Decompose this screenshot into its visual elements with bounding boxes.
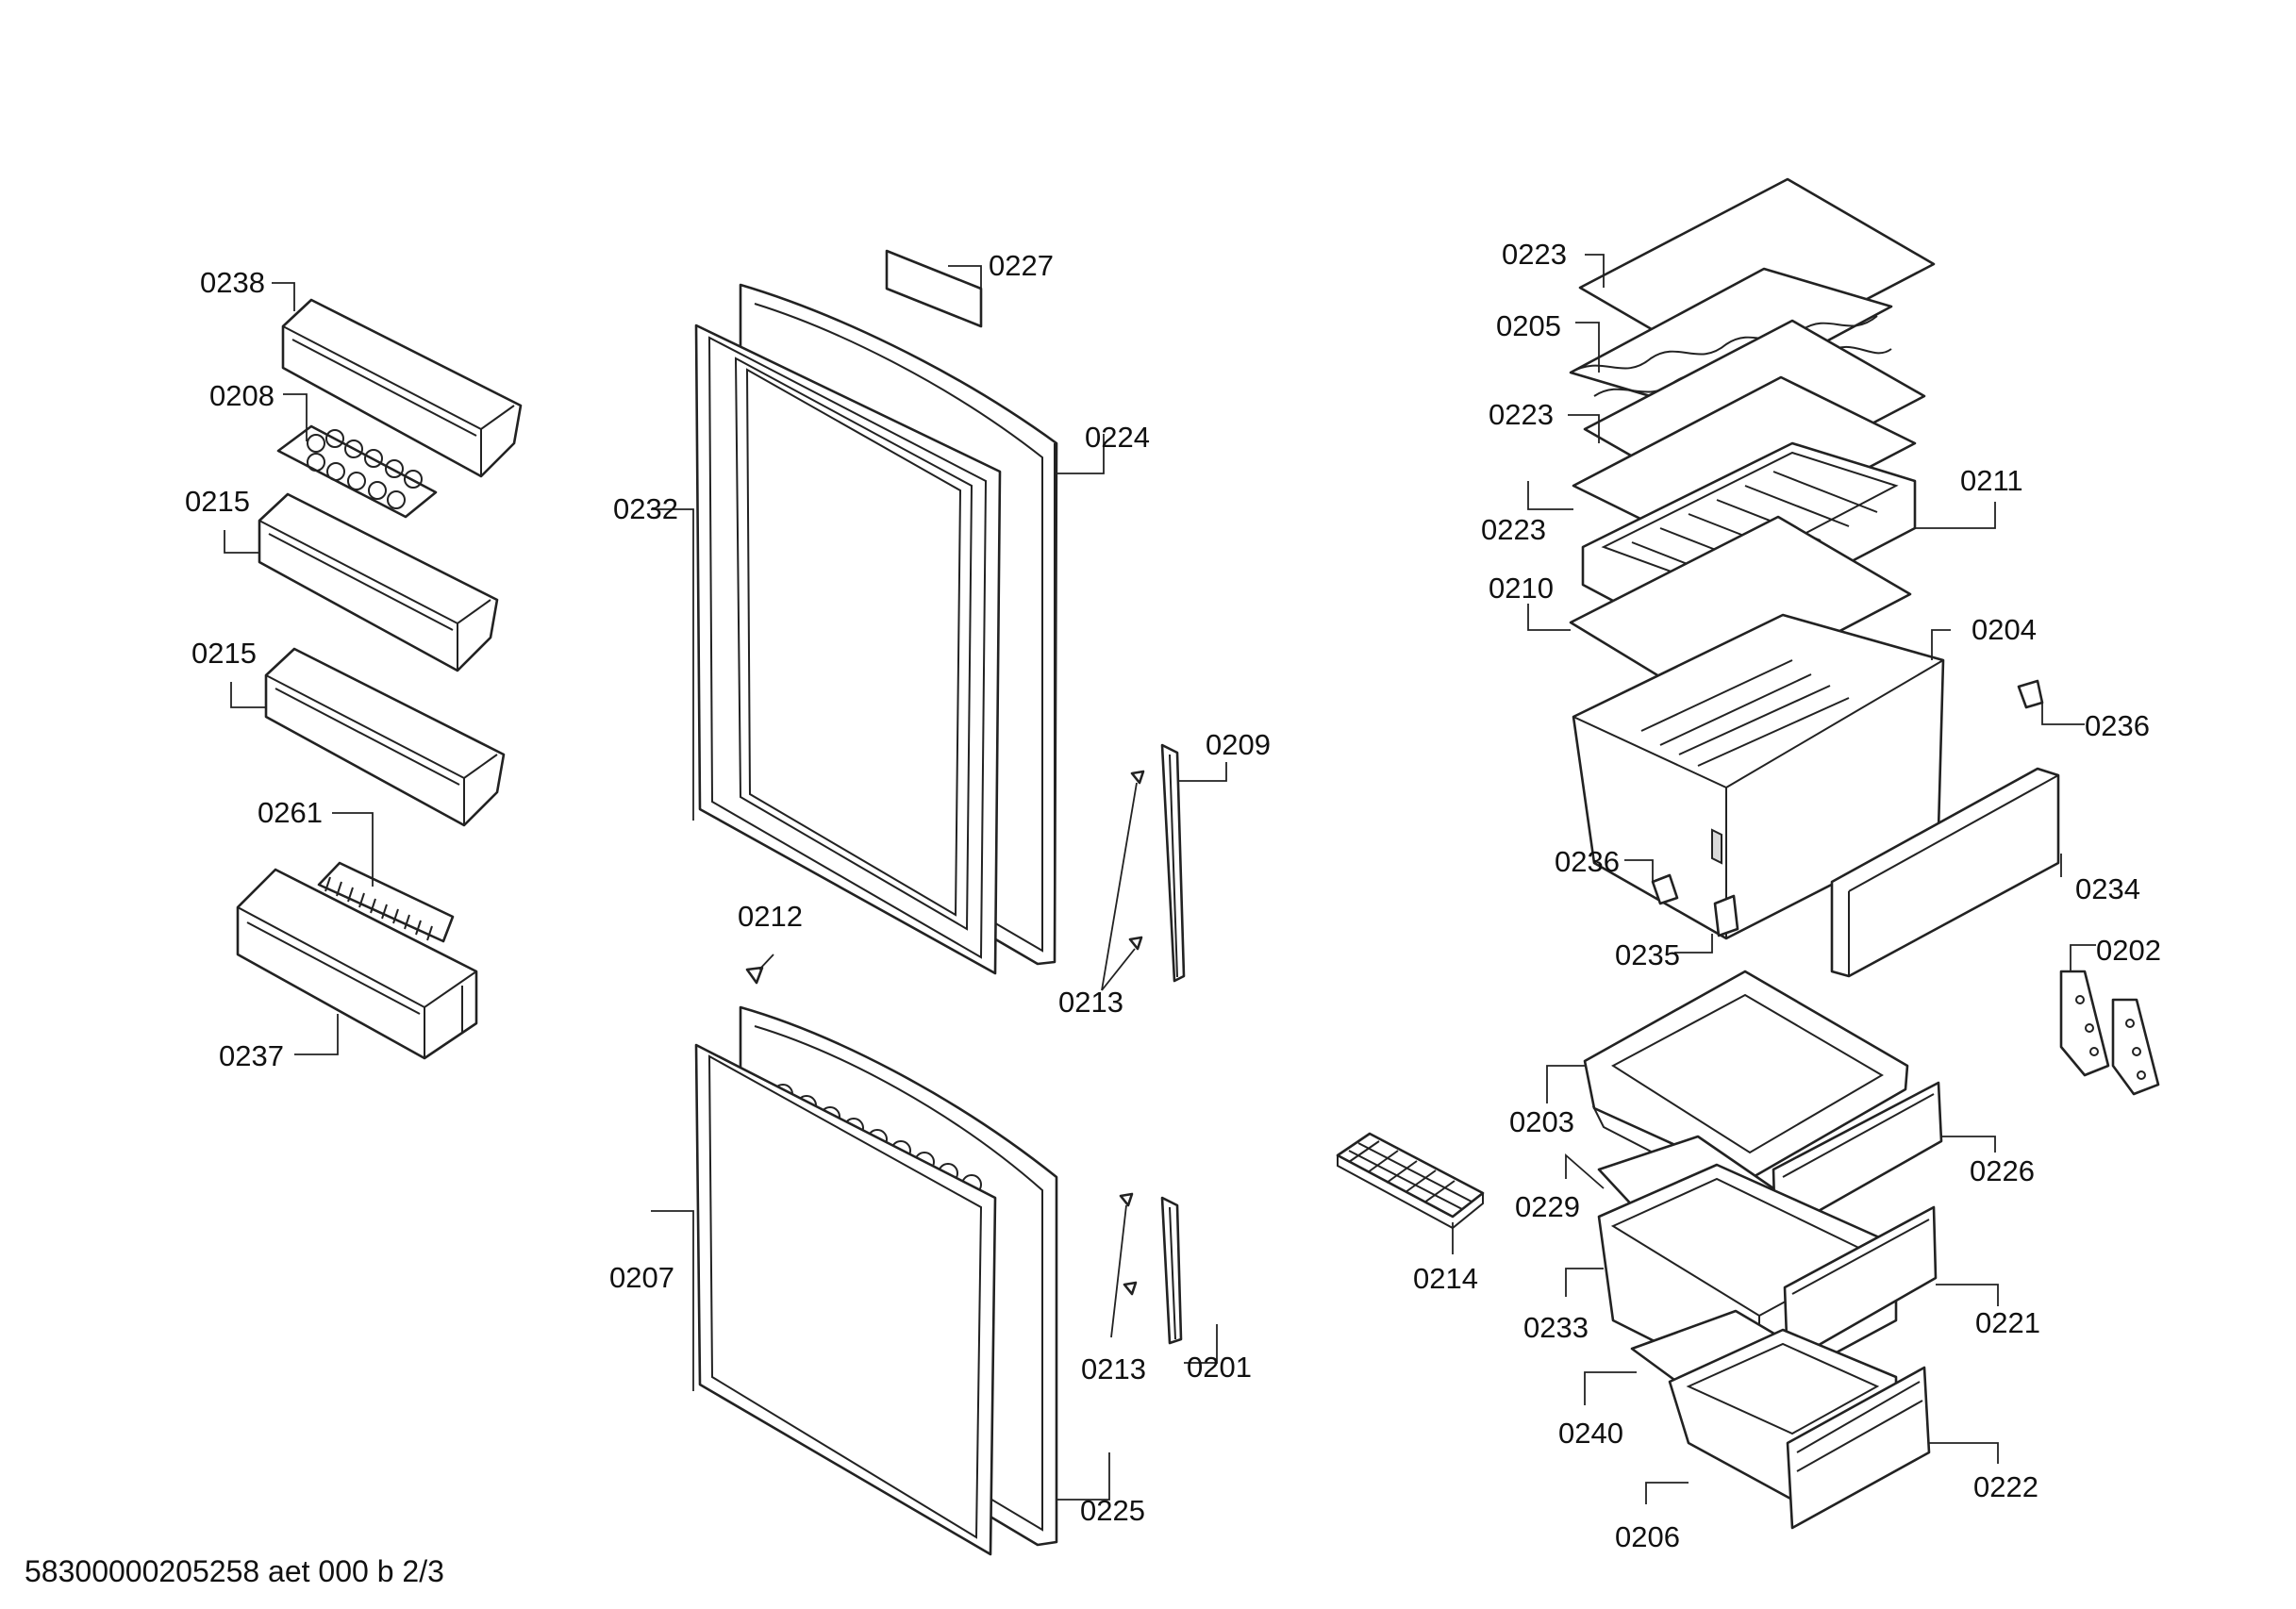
label-0202: 0202 xyxy=(2096,934,2161,967)
label-0222: 0222 xyxy=(1973,1470,2038,1503)
bottle-shelf-0237[interactable] xyxy=(236,868,478,1060)
clip-0236-lower[interactable] xyxy=(1651,873,1679,905)
screws-0213-upper[interactable] xyxy=(1101,770,1145,991)
label-0214: 0214 xyxy=(1413,1262,1478,1295)
label-0213-upper: 0213 xyxy=(1058,986,1123,1019)
leaders-middle xyxy=(651,265,1227,1501)
label-0223-top: 0223 xyxy=(1502,238,1567,271)
door-shelf-0215-upper[interactable] xyxy=(258,492,499,672)
freezer-drawer-0203[interactable] xyxy=(1583,970,1909,1204)
clip-0236-upper[interactable] xyxy=(2017,679,2044,709)
bottle-retainer-0261[interactable] xyxy=(317,861,455,943)
label-0229: 0229 xyxy=(1515,1190,1580,1223)
part-labels: 0238 0208 0215 0215 0261 0237 0227 0232 … xyxy=(185,238,2161,1553)
clip-0235[interactable] xyxy=(1713,894,1739,937)
label-0233: 0233 xyxy=(1523,1311,1589,1344)
egg-tray-0208[interactable] xyxy=(276,424,438,519)
label-0211: 0211 xyxy=(1960,464,2023,497)
label-0224: 0224 xyxy=(1085,421,1150,454)
label-0221: 0221 xyxy=(1975,1306,2040,1339)
label-0232: 0232 xyxy=(613,492,678,525)
label-0227: 0227 xyxy=(989,249,1054,282)
leaders-left xyxy=(224,282,374,1055)
hinge-cover-0209[interactable] xyxy=(1160,743,1186,983)
label-0215-lower: 0215 xyxy=(191,637,257,670)
label-0205: 0205 xyxy=(1496,309,1561,342)
label-0238: 0238 xyxy=(200,266,265,299)
label-0204: 0204 xyxy=(1972,613,2037,646)
drawing-number: 58300000205258 aet 000 b 2/3 xyxy=(25,1554,444,1588)
label-0203: 0203 xyxy=(1509,1105,1574,1138)
door-shelf-0215-lower[interactable] xyxy=(264,647,506,827)
lower-door-gasket-0207[interactable] xyxy=(694,1043,997,1556)
label-0236-upper: 0236 xyxy=(2085,709,2150,742)
label-0237: 0237 xyxy=(219,1039,284,1072)
door-shelf-0238[interactable] xyxy=(281,298,523,478)
freezer-front-0222[interactable] xyxy=(1786,1366,1931,1530)
label-0225: 0225 xyxy=(1080,1494,1145,1527)
label-0223-middle: 0223 xyxy=(1489,398,1554,431)
label-0223-lower: 0223 xyxy=(1481,513,1546,546)
upper-door-gasket-0232[interactable] xyxy=(694,323,1002,975)
label-0210: 0210 xyxy=(1489,572,1554,605)
screw-0212[interactable] xyxy=(745,954,774,985)
label-0201: 0201 xyxy=(1187,1351,1252,1384)
label-0208: 0208 xyxy=(209,379,275,412)
leaders-right xyxy=(1527,254,2096,1504)
label-0240: 0240 xyxy=(1558,1417,1623,1450)
label-0207: 0207 xyxy=(609,1261,674,1294)
label-0261: 0261 xyxy=(258,796,323,829)
ice-cube-tray-0214[interactable] xyxy=(1336,1132,1485,1230)
label-0226: 0226 xyxy=(1970,1154,2035,1187)
screws-0213-lower[interactable] xyxy=(1110,1192,1138,1338)
cold-packs-0202[interactable] xyxy=(2059,970,2160,1096)
label-0236-lower: 0236 xyxy=(1555,845,1620,878)
label-sticker-0227[interactable] xyxy=(885,249,983,328)
label-0235: 0235 xyxy=(1615,938,1680,971)
label-0206: 0206 xyxy=(1615,1520,1680,1553)
crisper-front-0234[interactable] xyxy=(1830,767,2060,978)
hinge-cover-0201[interactable] xyxy=(1160,1196,1183,1345)
label-0234: 0234 xyxy=(2075,872,2140,905)
label-0215-upper: 0215 xyxy=(185,485,250,518)
label-0213-lower: 0213 xyxy=(1081,1352,1146,1385)
label-0212: 0212 xyxy=(738,900,803,933)
label-0209: 0209 xyxy=(1206,728,1271,761)
